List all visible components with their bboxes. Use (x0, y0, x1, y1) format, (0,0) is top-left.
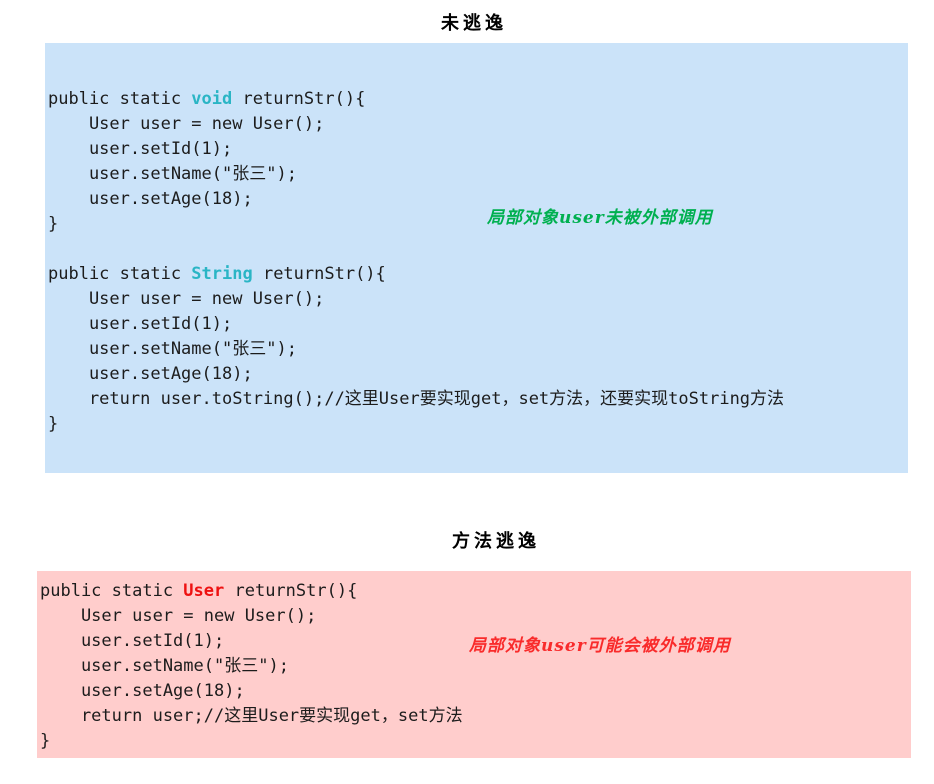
section-title-method-escape: 方法逃逸 (452, 531, 540, 552)
code-line: user.setName("张三"); (48, 337, 784, 362)
code-block-no-escape: public static void returnStr(){ User use… (48, 87, 784, 437)
code-text: } (48, 414, 59, 434)
code-line: public static void returnStr(){ (48, 87, 784, 112)
code-text: User user = new User(); (40, 606, 317, 626)
annotation-method-escape: 局部对象user可能会被外部调用 (469, 636, 731, 656)
code-text: user.setName("张三"); (48, 339, 297, 359)
code-line: } (48, 412, 784, 437)
code-line: public static String returnStr(){ (48, 262, 784, 287)
keyword-void: void (191, 89, 233, 109)
code-line: user.setId(1); (48, 137, 784, 162)
code-text: user.setAge(18); (48, 364, 253, 384)
code-text: return user;//这里User要实现get，set方法 (40, 706, 463, 726)
code-box-method-escape: public static User returnStr(){ User use… (37, 571, 911, 758)
code-text: user.setName("张三"); (40, 656, 289, 676)
annotation-no-escape: 局部对象user未被外部调用 (487, 208, 713, 228)
code-line: user.setAge(18); (48, 362, 784, 387)
code-text: user.setId(1); (48, 139, 233, 159)
code-text: public static (40, 581, 184, 601)
code-line: User user = new User(); (40, 604, 463, 629)
code-line: return user;//这里User要实现get，set方法 (40, 704, 463, 729)
code-line: User user = new User(); (48, 287, 784, 312)
code-line: user.setId(1); (40, 629, 463, 654)
code-text: user.setAge(18); (48, 189, 253, 209)
code-text: } (48, 214, 59, 234)
code-text: returnStr(){ (252, 264, 386, 284)
code-line: user.setName("张三"); (48, 162, 784, 187)
code-text: user.setId(1); (48, 314, 233, 334)
code-line: User user = new User(); (48, 112, 784, 137)
code-text: User user = new User(); (48, 114, 325, 134)
code-text: User user = new User(); (48, 289, 325, 309)
code-box-no-escape: public static void returnStr(){ User use… (45, 43, 908, 473)
code-line: public static User returnStr(){ (40, 579, 463, 604)
keyword-String: String (191, 264, 253, 284)
code-text: } (40, 731, 51, 751)
code-text: user.setId(1); (40, 631, 225, 651)
code-block-method-escape: public static User returnStr(){ User use… (40, 579, 463, 754)
code-line: return user.toString();//这里User要实现get，se… (48, 387, 784, 412)
code-text: returnStr(){ (232, 89, 366, 109)
code-line: user.setName("张三"); (40, 654, 463, 679)
code-text: return user.toString();//这里User要实现get，se… (48, 389, 785, 409)
code-line: user.setId(1); (48, 312, 784, 337)
code-text: public static (48, 264, 192, 284)
code-text: user.setName("张三"); (48, 164, 297, 184)
keyword-User: User (183, 581, 225, 601)
code-line: user.setAge(18); (48, 187, 784, 212)
section-title-no-escape: 未逃逸 (441, 13, 507, 34)
code-text: public static (48, 89, 192, 109)
code-line: } (40, 729, 463, 754)
code-line: user.setAge(18); (40, 679, 463, 704)
code-text: returnStr(){ (224, 581, 358, 601)
code-text: user.setAge(18); (40, 681, 245, 701)
code-line: } (48, 212, 784, 237)
code-line (48, 237, 784, 262)
